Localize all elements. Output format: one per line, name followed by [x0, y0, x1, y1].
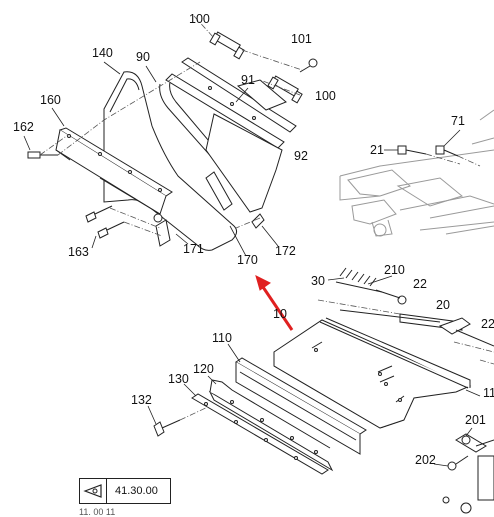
- callout-160: 160: [40, 93, 61, 107]
- machine-frame-ghost: [339, 109, 494, 237]
- callout-100-top: 100: [189, 12, 210, 26]
- callout-130: 130: [168, 372, 189, 386]
- assembly-lines-bottom: [179, 359, 494, 421]
- rod-lines: [317, 299, 494, 353]
- callout-11: 11: [483, 386, 494, 400]
- callout-132: 132: [131, 393, 152, 407]
- leader-lines: [23, 61, 481, 467]
- view-reference-icon: [80, 479, 107, 503]
- callout-30: 30: [311, 274, 325, 288]
- rod-20: [339, 309, 494, 347]
- support-171: [155, 171, 233, 247]
- assembly-direction-arrow: [255, 275, 294, 331]
- assembly-lines-top: [39, 15, 303, 237]
- screws-top-group: [27, 151, 265, 239]
- screw-132: [153, 419, 181, 437]
- callout-163: 163: [68, 245, 89, 259]
- callout-162: 162: [13, 120, 34, 134]
- strip-130: [191, 393, 329, 475]
- panel-91: [159, 57, 297, 213]
- callout-120: 120: [193, 362, 214, 376]
- callout-91: 91: [241, 73, 255, 87]
- clip-202: [447, 455, 469, 471]
- callout-20: 20: [436, 298, 450, 312]
- callout-22-top: 22: [413, 277, 427, 291]
- hinge-100-top: [209, 31, 245, 60]
- callout-labels: 100 101 140 90 91 100 160 162 92 71 21 1…: [13, 12, 494, 467]
- hinge-100-right: [267, 75, 303, 104]
- callout-170: 170: [237, 253, 258, 267]
- strip-110: [235, 357, 367, 455]
- callout-210: 210: [384, 263, 405, 277]
- cut-off-footer-text: 11. 00 11: [79, 507, 116, 517]
- pin-201: [455, 433, 494, 453]
- reference-page-number: 41.30.00: [115, 485, 158, 497]
- callout-10: 10: [273, 307, 287, 321]
- callout-22-right: 22: [481, 317, 494, 331]
- callout-172: 172: [275, 244, 296, 258]
- spring-210: [335, 267, 407, 305]
- assembly-lines-right: [425, 153, 481, 167]
- callout-110: 110: [212, 331, 232, 345]
- strip-120: [208, 379, 334, 472]
- pin-101: [299, 58, 318, 73]
- callout-100-right: 100: [315, 89, 336, 103]
- callout-71: 71: [451, 114, 465, 128]
- callout-201: 201: [465, 413, 486, 427]
- callout-140: 140: [92, 46, 113, 60]
- callout-90: 90: [136, 50, 150, 64]
- screw-71: [435, 145, 459, 157]
- reference-page-box: 41.30.00: [79, 478, 171, 504]
- bracket-160: [55, 127, 173, 215]
- callout-101: 101: [291, 32, 312, 46]
- screw-21: [397, 145, 427, 155]
- callout-202: 202: [415, 453, 436, 467]
- callout-92: 92: [294, 149, 308, 163]
- callout-171: 171: [183, 242, 204, 256]
- callout-21: 21: [370, 143, 384, 157]
- cylinder-bottom-right: [442, 455, 494, 514]
- plate-10: [273, 317, 472, 429]
